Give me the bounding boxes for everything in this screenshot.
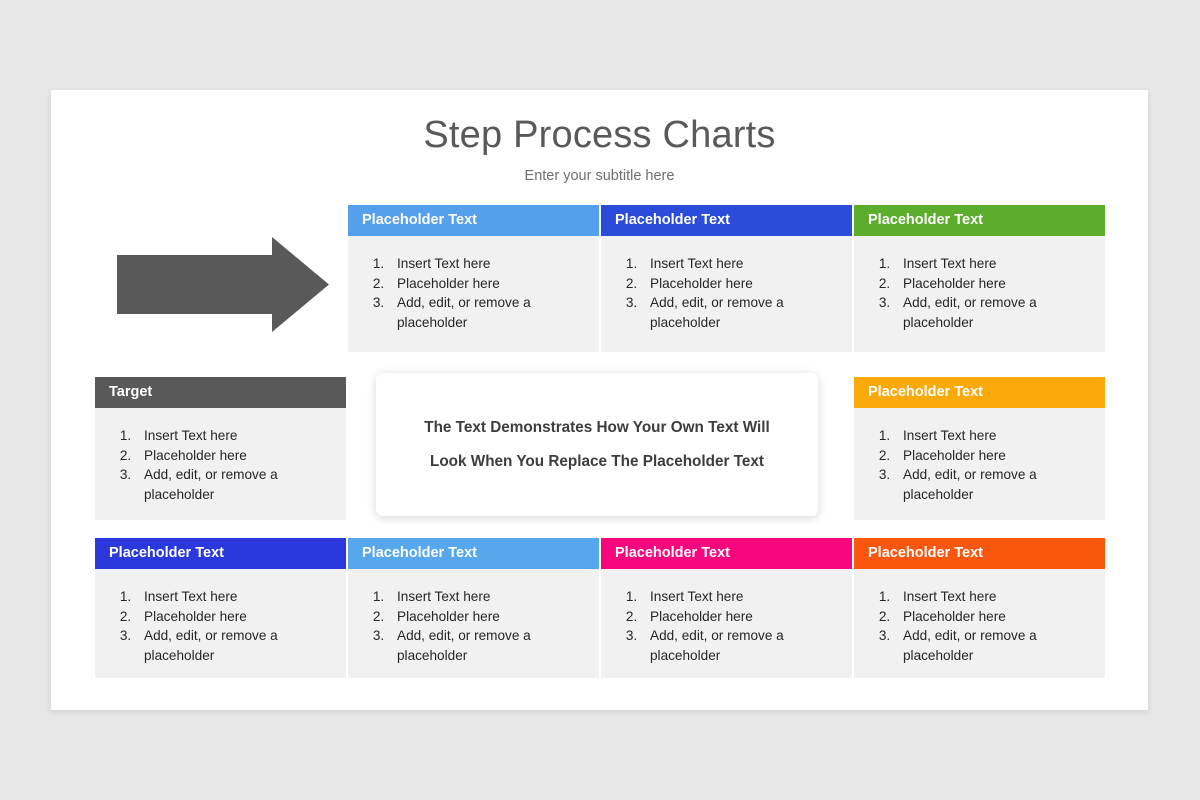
right-arrow-graphic [117,237,329,332]
list-item: Placeholder here [135,607,336,627]
list-item: Insert Text here [894,587,1095,607]
page-title: Step Process Charts [423,114,776,156]
card-list: Insert Text here Placeholder here Add, e… [109,587,336,665]
card-body: Insert Text here Placeholder here Add, e… [854,569,1105,678]
card-bottom-2[interactable]: Placeholder Text Insert Text here Placeh… [348,538,599,678]
card-body: Insert Text here Placeholder here Add, e… [348,569,599,678]
card-bottom-1[interactable]: Placeholder Text Insert Text here Placeh… [95,538,346,678]
list-item: Placeholder here [135,446,336,466]
list-item: Placeholder here [388,274,589,294]
list-item: Add, edit, or remove a placeholder [135,626,336,665]
card-bottom-4[interactable]: Placeholder Text Insert Text here Placeh… [854,538,1105,678]
list-item: Placeholder here [894,446,1095,466]
list-item: Insert Text here [135,587,336,607]
card-header-target: Target [95,377,346,408]
card-bottom-3[interactable]: Placeholder Text Insert Text here Placeh… [601,538,852,678]
card-header: Placeholder Text [348,538,599,569]
card-header: Placeholder Text [601,538,852,569]
card-header: Placeholder Text [95,538,346,569]
list-item: Add, edit, or remove a placeholder [894,293,1095,332]
list-item: Placeholder here [894,274,1095,294]
list-item: Insert Text here [894,254,1095,274]
card-header: Placeholder Text [854,538,1105,569]
card-body: Insert Text here Placeholder here Add, e… [95,408,346,520]
message-line-1: The Text Demonstrates How Your Own Text … [424,418,770,436]
card-header: Placeholder Text [348,205,599,236]
slide-canvas: Step Process Charts Enter your subtitle … [51,90,1148,710]
card-list: Insert Text here Placeholder here Add, e… [615,254,842,332]
list-item: Add, edit, or remove a placeholder [388,626,589,665]
card-list: Insert Text here Placeholder here Add, e… [362,587,589,665]
center-message-box: The Text Demonstrates How Your Own Text … [376,373,818,516]
card-top-3[interactable]: Placeholder Text Insert Text here Placeh… [854,205,1105,352]
list-item: Add, edit, or remove a placeholder [894,465,1095,504]
list-item: Add, edit, or remove a placeholder [894,626,1095,665]
card-top-1[interactable]: Placeholder Text Insert Text here Placeh… [348,205,599,352]
list-item: Placeholder here [641,274,842,294]
list-item: Insert Text here [388,254,589,274]
card-mid-right[interactable]: Placeholder Text Insert Text here Placeh… [854,377,1105,520]
card-header: Placeholder Text [601,205,852,236]
card-list: Insert Text here Placeholder here Add, e… [868,426,1095,504]
message-line-2: Look When You Replace The Placeholder Te… [429,452,765,470]
card-body: Insert Text here Placeholder here Add, e… [601,569,852,678]
list-item: Add, edit, or remove a placeholder [641,626,842,665]
card-list: Insert Text here Placeholder here Add, e… [868,254,1095,332]
list-item: Placeholder here [641,607,842,627]
list-item: Add, edit, or remove a placeholder [135,465,336,504]
card-target[interactable]: Target Insert Text here Placeholder here… [95,377,346,520]
list-item: Placeholder here [894,607,1095,627]
right-block-arrow-icon [117,237,329,332]
card-body: Insert Text here Placeholder here Add, e… [854,236,1105,352]
card-header: Placeholder Text [854,377,1105,408]
list-item: Placeholder here [388,607,589,627]
list-item: Insert Text here [641,587,842,607]
card-top-2[interactable]: Placeholder Text Insert Text here Placeh… [601,205,852,352]
card-list: Insert Text here Placeholder here Add, e… [109,426,336,504]
list-item: Insert Text here [641,254,842,274]
list-item: Insert Text here [388,587,589,607]
card-list: Insert Text here Placeholder here Add, e… [868,587,1095,665]
card-list: Insert Text here Placeholder here Add, e… [362,254,589,332]
card-body: Insert Text here Placeholder here Add, e… [95,569,346,678]
list-item: Insert Text here [894,426,1095,446]
card-body: Insert Text here Placeholder here Add, e… [854,408,1105,520]
card-list: Insert Text here Placeholder here Add, e… [615,587,842,665]
list-item: Insert Text here [135,426,336,446]
card-body: Insert Text here Placeholder here Add, e… [348,236,599,352]
list-item: Add, edit, or remove a placeholder [641,293,842,332]
card-body: Insert Text here Placeholder here Add, e… [601,236,852,352]
list-item: Add, edit, or remove a placeholder [388,293,589,332]
card-header: Placeholder Text [854,205,1105,236]
page-subtitle: Enter your subtitle here [524,168,675,184]
